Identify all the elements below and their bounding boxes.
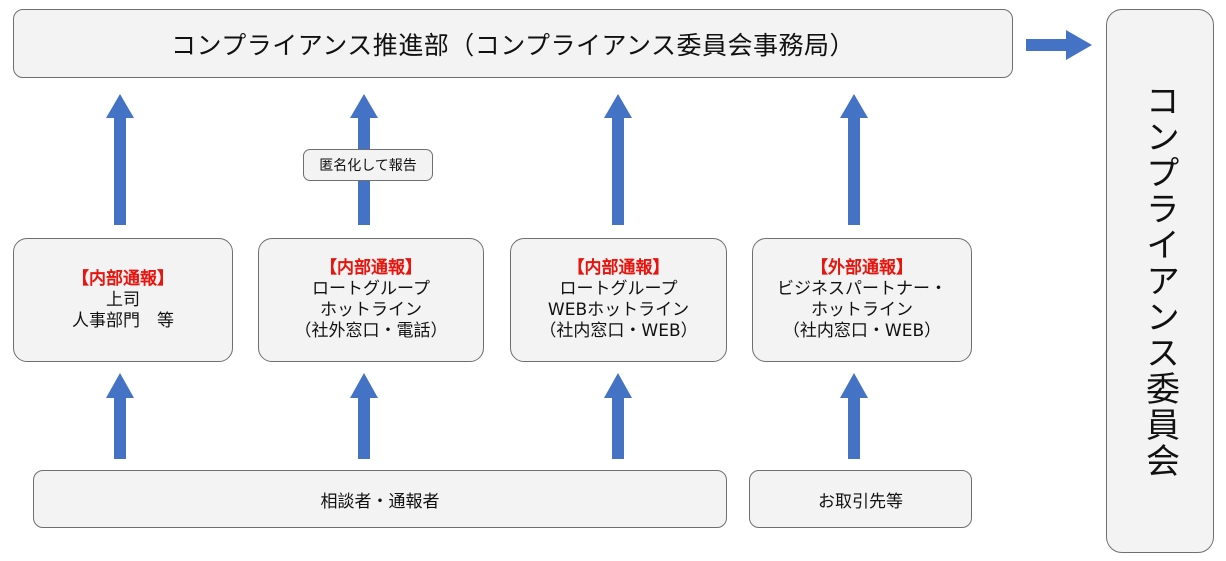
channel-line: （社外窓口・電話） bbox=[294, 321, 448, 341]
channel-line: ホットライン bbox=[320, 300, 422, 320]
anonymize-note-text: 匿名化して報告 bbox=[319, 158, 417, 174]
arrow-up-channel-3 bbox=[604, 94, 632, 225]
anonymize-note: 匿名化して報告 bbox=[303, 149, 433, 181]
partners-box: お取引先等 bbox=[749, 470, 972, 528]
channel-line: 上司 bbox=[106, 289, 140, 310]
compliance-committee-title: コンプライアンス委員会 bbox=[1139, 83, 1180, 479]
arrow-up-source-4 bbox=[840, 373, 868, 459]
arrow-up-channel-1 bbox=[106, 94, 134, 225]
arrow-right-committee bbox=[1026, 30, 1092, 60]
channel-tag: 【内部通報】 bbox=[72, 268, 174, 289]
channel-line: 人事部門 等 bbox=[72, 310, 174, 331]
channel-tag: 【内部通報】 bbox=[320, 258, 422, 278]
channel-line: ロートグループ bbox=[559, 279, 678, 299]
reporters-label: 相談者・通報者 bbox=[320, 491, 440, 512]
channel-line: WEBホットライン bbox=[547, 300, 690, 320]
reporters-box: 相談者・通報者 bbox=[33, 470, 727, 528]
arrow-up-source-3 bbox=[604, 373, 632, 459]
channel-box-web-hotline: 【内部通報】 ロートグループ WEBホットライン （社内窓口・WEB） bbox=[510, 238, 727, 362]
arrow-up-channel-4 bbox=[840, 94, 868, 225]
arrow-up-source-2 bbox=[350, 373, 378, 459]
channel-box-hotline-phone: 【内部通報】 ロートグループ ホットライン （社外窓口・電話） bbox=[258, 238, 484, 362]
compliance-committee-box: コンプライアンス委員会 bbox=[1106, 9, 1214, 553]
channel-line: ビジネスパートナー・ bbox=[777, 279, 947, 299]
partners-label: お取引先等 bbox=[818, 491, 903, 512]
channel-line: ロートグループ bbox=[312, 279, 430, 299]
channel-box-supervisor: 【内部通報】 上司 人事部門 等 bbox=[13, 238, 233, 362]
channel-line: ホットライン bbox=[811, 300, 913, 320]
compliance-promotion-dept-box: コンプライアンス推進部（コンプライアンス委員会事務局） bbox=[13, 9, 1013, 78]
compliance-promotion-dept-title: コンプライアンス推進部（コンプライアンス委員会事務局） bbox=[170, 30, 855, 60]
channel-tag: 【内部通報】 bbox=[567, 258, 670, 278]
channel-box-partner-hotline: 【外部通報】 ビジネスパートナー・ ホットライン （社内窓口・WEB） bbox=[752, 238, 972, 362]
channel-tag: 【外部通報】 bbox=[811, 258, 913, 278]
channel-line: （社内窓口・WEB） bbox=[539, 321, 698, 341]
channel-line: （社内窓口・WEB） bbox=[782, 321, 942, 341]
arrow-up-source-1 bbox=[106, 373, 134, 459]
